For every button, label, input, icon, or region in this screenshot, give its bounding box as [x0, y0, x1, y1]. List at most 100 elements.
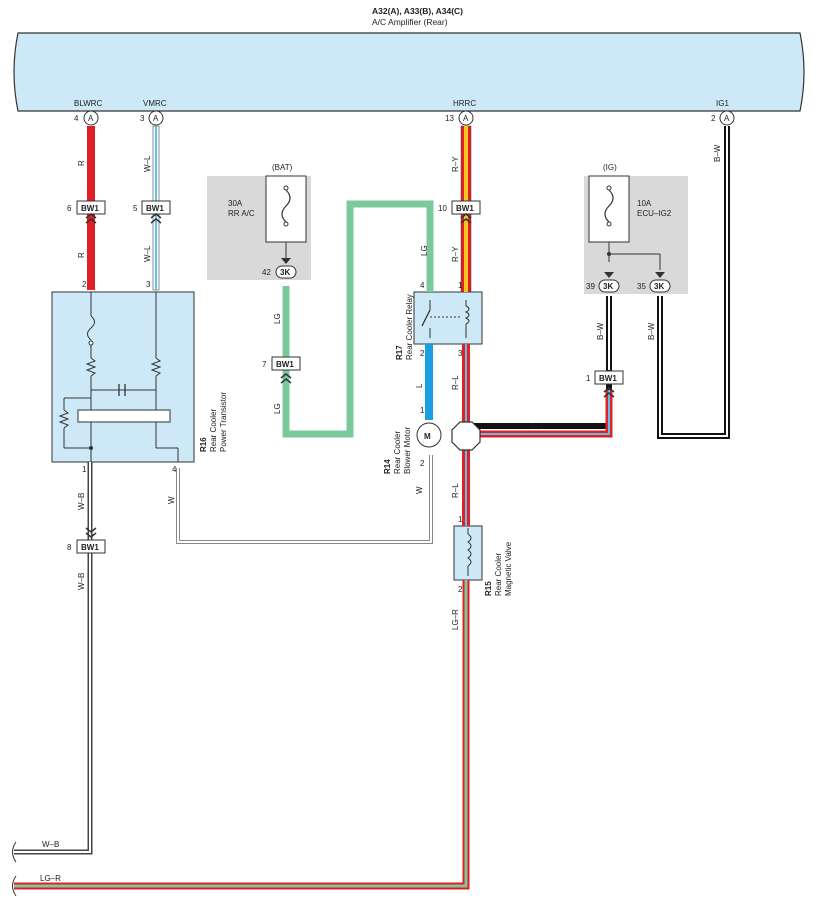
connector-bw1-8: BW1 8	[67, 527, 106, 554]
power-transistor-box	[51, 291, 195, 463]
wire-w	[176, 455, 433, 544]
label-w-motor: W	[415, 486, 424, 494]
label-rl-lower: R–L	[451, 483, 460, 498]
svg-text:Magnetic Valve: Magnetic Valve	[504, 541, 513, 596]
svg-text:7: 7	[262, 360, 267, 369]
label-r-lower: R	[77, 252, 86, 258]
svg-text:1: 1	[458, 281, 463, 290]
svg-text:2: 2	[458, 585, 463, 594]
svg-text:5: 5	[133, 204, 138, 213]
svg-text:Rear Cooler Relay: Rear Cooler Relay	[405, 294, 414, 360]
label-ry-upper: R–Y	[451, 156, 460, 172]
svg-text:2: 2	[420, 459, 425, 468]
label-wb-upper: W–B	[77, 493, 86, 510]
svg-text:R16: R16	[199, 437, 208, 452]
svg-text:3: 3	[140, 114, 145, 123]
svg-text:2: 2	[82, 280, 87, 289]
label-wl-lower: W–L	[143, 245, 152, 262]
svg-text:Rear Cooler: Rear Cooler	[209, 409, 218, 452]
bat-fuse: (BAT) 30A RR A/C 3K 42	[228, 163, 307, 279]
svg-text:8: 8	[67, 543, 72, 552]
svg-text:3K: 3K	[603, 282, 613, 291]
connector-bw1-7: BW1 7	[262, 356, 301, 384]
amplifier-code: A32(A), A33(B), A34(C)	[372, 6, 463, 16]
svg-text:39: 39	[586, 282, 595, 291]
svg-text:R15: R15	[484, 581, 493, 596]
svg-text:1: 1	[458, 515, 463, 524]
terminal-blwrc: BLWRC	[74, 99, 103, 108]
svg-text:1: 1	[420, 406, 425, 415]
svg-text:(IG): (IG)	[603, 163, 617, 172]
svg-text:3: 3	[458, 349, 463, 358]
svg-text:BW1: BW1	[81, 543, 99, 552]
svg-text:3: 3	[146, 280, 151, 289]
svg-text:BW1: BW1	[456, 204, 474, 213]
pin-hrrc: A 13	[445, 110, 474, 126]
pin-blwrc: A 4	[74, 110, 99, 126]
svg-text:3K: 3K	[280, 268, 290, 277]
label-wb-lower: W–B	[77, 573, 86, 590]
svg-text:Power Transistor: Power Transistor	[219, 392, 228, 452]
connector-bw1-6: BW1 6	[67, 200, 106, 224]
label-l: L	[415, 383, 424, 388]
svg-text:M: M	[424, 432, 431, 441]
svg-text:2: 2	[420, 349, 425, 358]
svg-text:Blower Motor: Blower Motor	[403, 427, 412, 474]
power-transistor: 2 3 1 4 R16 Rear Cooler Power Transistor	[58, 280, 228, 474]
label-w-transistor: W	[167, 496, 176, 504]
break-mark-wb	[12, 841, 17, 863]
svg-text:R17: R17	[395, 345, 404, 360]
svg-text:BW1: BW1	[276, 360, 294, 369]
svg-text:Rear Cooler: Rear Cooler	[494, 553, 503, 596]
wire-l	[425, 344, 433, 420]
terminal-vmrc: VMRC	[143, 99, 167, 108]
label-wb-bottom: W–B	[42, 840, 59, 849]
svg-text:4: 4	[420, 281, 425, 290]
label-lgr-vertical: LG–R	[451, 609, 460, 630]
junction-connector	[451, 421, 481, 451]
break-mark-lgr	[12, 875, 17, 897]
label-bw-35: B–W	[647, 322, 656, 340]
svg-text:A: A	[88, 114, 94, 123]
svg-text:30A: 30A	[228, 199, 243, 208]
svg-text:Rear Cooler: Rear Cooler	[393, 431, 402, 474]
svg-text:4: 4	[74, 114, 79, 123]
svg-text:1: 1	[586, 374, 591, 383]
svg-text:BW1: BW1	[599, 374, 617, 383]
connector-bw1-10: BW1 10	[438, 200, 481, 224]
svg-text:10A: 10A	[637, 199, 652, 208]
wire-lg	[282, 200, 434, 438]
label-lg-lower: LG	[273, 403, 282, 414]
ig-fuse: (IG) 10A ECU–IG2 3K 39 3K 35	[586, 163, 672, 293]
svg-text:10: 10	[438, 204, 447, 213]
label-rl-h: R–L	[530, 422, 545, 431]
label-lg-relay: LG	[420, 245, 429, 256]
svg-text:(BAT): (BAT)	[272, 163, 293, 172]
svg-text:3K: 3K	[654, 282, 664, 291]
connector-bw1-5: BW1 5	[133, 200, 171, 224]
label-r-upper: R	[77, 160, 86, 166]
svg-text:ECU–IG2: ECU–IG2	[637, 209, 672, 218]
label-lgr-bottom: LG–R	[40, 874, 61, 883]
connector-bw1-1: BW1 1	[586, 370, 624, 398]
label-lg-upper: LG	[273, 313, 282, 324]
wire-wb	[14, 462, 93, 855]
svg-text:BW1: BW1	[81, 204, 99, 213]
svg-text:35: 35	[637, 282, 646, 291]
pin-ig1: A 2	[711, 110, 735, 126]
blower-motor: 1 M 2 R14 Rear Cooler Blower Motor	[383, 406, 442, 474]
label-wl-upper: W–L	[143, 155, 152, 172]
label-rl-upper: R–L	[451, 375, 460, 390]
wire-rl-h	[480, 390, 613, 438]
magnetic-valve: 1 2 R15 Rear Cooler Magnetic Valve	[458, 515, 513, 596]
svg-text:2: 2	[711, 114, 716, 123]
label-ry-lower: R–Y	[451, 246, 460, 262]
svg-text:1: 1	[82, 465, 87, 474]
wire-lgr	[14, 580, 470, 890]
svg-text:6: 6	[67, 204, 72, 213]
label-bw-39: B–W	[596, 322, 605, 340]
svg-text:4: 4	[172, 465, 177, 474]
svg-text:A: A	[153, 114, 159, 123]
